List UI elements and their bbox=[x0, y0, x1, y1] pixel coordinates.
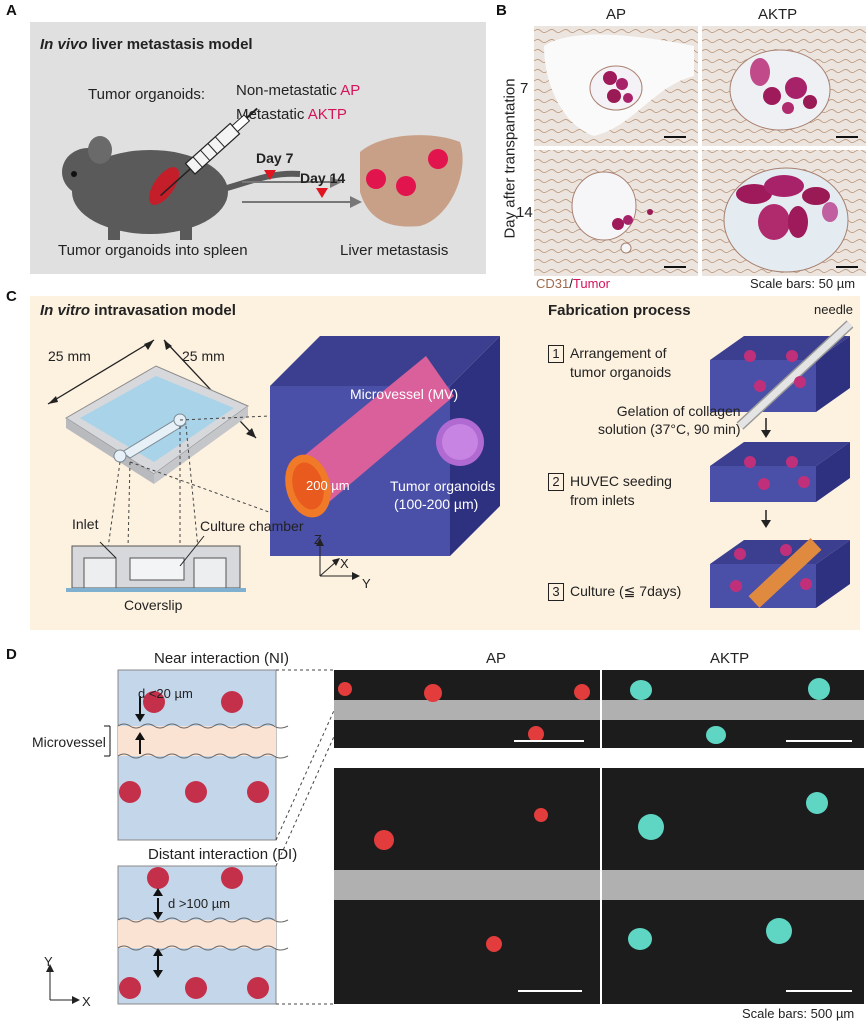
dim-25mm-left: 25 mm bbox=[48, 348, 91, 364]
step2-line-a: HUVEC seeding bbox=[570, 473, 672, 489]
di-title: Distant interaction (DI) bbox=[148, 846, 298, 863]
met-name: AKTP bbox=[307, 106, 347, 123]
step1-num: 1 bbox=[548, 345, 564, 363]
microvessel-label: Microvessel (MV) bbox=[350, 386, 459, 402]
step1-line-b: tumor organoids bbox=[570, 364, 672, 380]
tumor-organoids-label: Tumor organoids: bbox=[88, 86, 205, 103]
step3-num: 3 bbox=[548, 583, 564, 601]
panel-b-scale: Scale bars: 50 µm bbox=[750, 276, 856, 291]
micrograph-ni-aktp bbox=[602, 670, 864, 748]
panel-b-col-aktp: AKTP bbox=[758, 6, 798, 23]
panel-d-col-aktp: AKTP bbox=[710, 650, 750, 667]
panel-b-col-ap: AP bbox=[606, 6, 627, 23]
micrograph-di-aktp bbox=[602, 768, 864, 1004]
ni-title: Near interaction (NI) bbox=[154, 650, 290, 667]
axis-x-d-label: X bbox=[82, 994, 91, 1009]
panel-c-title: In vitro intravasation model bbox=[40, 302, 236, 319]
axis-y-label: Y bbox=[362, 576, 371, 591]
gelation-text: Gelation of collagen solution (37°C, 90 … bbox=[598, 402, 741, 438]
panel-a-title-rest: liver metastasis model bbox=[87, 36, 253, 53]
step2-line-b: from inlets bbox=[570, 492, 635, 508]
nonmetastatic-line: Non-metastatic AP bbox=[236, 82, 360, 99]
tumor-size-label: (100-200 µm) bbox=[394, 496, 479, 512]
ni-distance-label: d <20 µm bbox=[138, 686, 193, 701]
panel-b-letter: B bbox=[496, 2, 507, 19]
panel-d-scale: Scale bars: 500 µm bbox=[742, 1006, 855, 1021]
inlet-label: Inlet bbox=[72, 516, 99, 532]
histology-aktp-day14 bbox=[702, 150, 866, 276]
syringe-icon bbox=[160, 107, 258, 197]
gelation-line-a: Gelation of collagen bbox=[616, 403, 741, 419]
axis-y-d-label: Y bbox=[44, 954, 53, 969]
dim-25mm-right: 25 mm bbox=[182, 348, 225, 364]
microvessel-cylinder bbox=[285, 356, 454, 518]
panel-d-letter: D bbox=[6, 646, 17, 663]
legend-sep: / bbox=[569, 276, 573, 291]
panel-a-letter: A bbox=[6, 2, 17, 19]
interaction-schematics bbox=[46, 669, 337, 1005]
microvessel-d-label: Microvessel bbox=[32, 734, 106, 750]
nonmet-name: AP bbox=[340, 82, 361, 99]
panel-a-title-italic: In vivo bbox=[40, 36, 88, 53]
day14-label: Day 14 bbox=[300, 170, 346, 186]
micrograph-di-ap bbox=[334, 768, 600, 1004]
panel-c-letter: C bbox=[6, 288, 17, 305]
row-7-label: 7 bbox=[520, 80, 529, 97]
step2-num: 2 bbox=[548, 473, 564, 491]
culture-chamber-label: Culture chamber bbox=[200, 518, 304, 534]
tumor-organoids-3d-label: Tumor organoids bbox=[390, 478, 496, 494]
needle-label: needle bbox=[814, 302, 854, 317]
legend-cd31: CD31 bbox=[536, 276, 570, 291]
mouse-injection-illustration bbox=[62, 107, 463, 240]
device-illustration bbox=[47, 336, 500, 592]
timeline-arrows bbox=[242, 170, 362, 208]
di-distance-label: d >100 µm bbox=[168, 896, 231, 911]
fabrication-blocks bbox=[710, 320, 854, 608]
histology-aktp-day7 bbox=[702, 26, 866, 146]
step1-line-a: Arrangement of bbox=[570, 345, 667, 361]
step1: 1 Arrangement of tumor organoids bbox=[548, 344, 671, 381]
histology-grid bbox=[534, 26, 866, 276]
step3-line: Culture (≦ 7days) bbox=[570, 583, 682, 599]
liver-caption: Liver metastasis bbox=[340, 242, 449, 259]
panel-b-legend: CD31/Tumor bbox=[536, 276, 610, 291]
panel-c-title-italic: In vitro bbox=[40, 302, 91, 319]
coverslip-label: Coverslip bbox=[124, 597, 183, 613]
row-14-label: 14 bbox=[516, 204, 533, 221]
gelation-line-b: solution (37°C, 90 min) bbox=[598, 421, 741, 437]
axis-x-label: X bbox=[340, 556, 349, 571]
spleen-caption: Tumor organoids into spleen bbox=[58, 242, 248, 259]
step2: 2 HUVEC seeding from inlets bbox=[548, 472, 672, 509]
diameter-label: 200 µm bbox=[306, 478, 350, 493]
fabrication-title: Fabrication process bbox=[548, 302, 691, 319]
panel-c-title-rest: intravasation model bbox=[90, 302, 236, 319]
micrograph-ni-ap bbox=[334, 670, 600, 748]
panel-d-col-ap: AP bbox=[486, 650, 507, 667]
step3: 3 Culture (≦ 7days) bbox=[548, 582, 681, 601]
panel-a-title: In vivo liver metastasis model bbox=[40, 36, 253, 53]
liver-icon bbox=[360, 135, 463, 227]
mouse-icon bbox=[62, 136, 301, 240]
panel-b-y-axis: Day after transpantation bbox=[501, 78, 519, 239]
legend-tumor: Tumor bbox=[572, 276, 610, 291]
histology-ap-day14 bbox=[534, 150, 698, 276]
day7-label: Day 7 bbox=[256, 150, 294, 166]
nonmet-prefix: Non-metastatic bbox=[236, 82, 341, 99]
axis-z-label: Z bbox=[314, 532, 322, 547]
histology-ap-day7 bbox=[534, 26, 698, 146]
metastatic-line: Metastatic AKTP bbox=[236, 106, 347, 123]
met-prefix: Metastatic bbox=[236, 106, 308, 123]
